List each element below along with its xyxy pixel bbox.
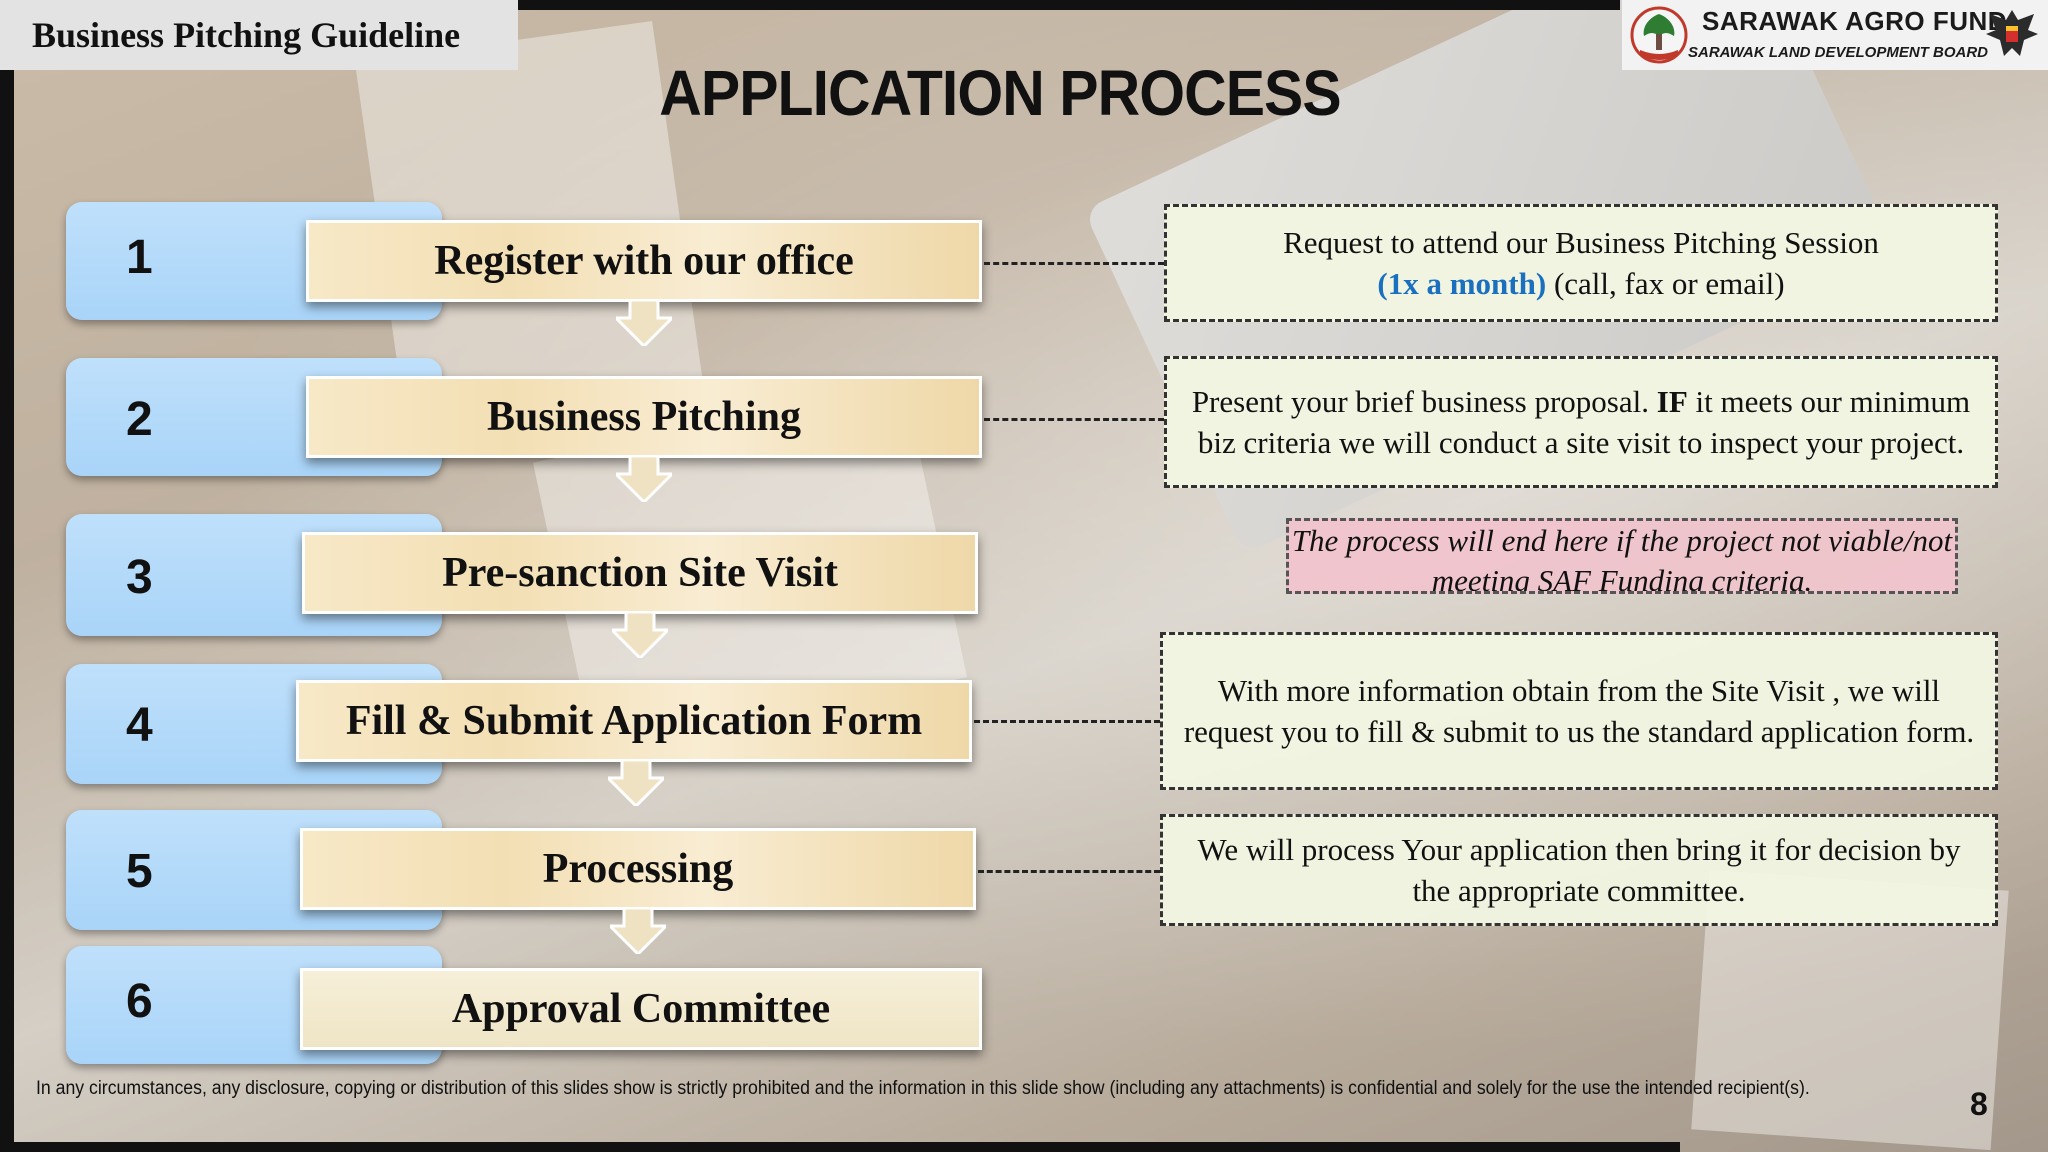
info-text: Present your brief business proposal. IF… [1179, 381, 1983, 463]
info-box-register: Request to attend our Business Pitching … [1164, 204, 1998, 322]
step-bar-approval-committee: Approval Committee [300, 968, 982, 1050]
state-crest-icon [1986, 10, 2038, 56]
step-number: 3 [126, 551, 153, 604]
step-number: 6 [126, 975, 153, 1028]
disclaimer: In any circumstances, any disclosure, co… [36, 1078, 1810, 1099]
logo-title: SARAWAK AGRO FUND [1702, 6, 2008, 36]
step-number: 1 [126, 231, 153, 284]
top-border [0, 0, 1620, 10]
connector-line [974, 720, 1160, 723]
left-border [0, 0, 14, 1152]
step-number: 5 [126, 845, 153, 898]
page-number: 8 [1970, 1086, 1988, 1122]
contact-methods: (call, fax or email) [1546, 266, 1785, 301]
step-bar-site-visit: Pre-sanction Site Visit [302, 532, 978, 614]
connector-line [984, 262, 1164, 265]
page-title: APPLICATION PROCESS [659, 57, 1341, 129]
tree-emblem-icon [1630, 6, 1688, 64]
info-box-application: With more information obtain from the Si… [1160, 632, 1998, 790]
bottom-border [0, 1142, 1680, 1152]
info-text-part: it meets our minimum biz criteria we wil… [1197, 384, 1971, 460]
info-box-processing: We will process Your application then br… [1160, 814, 1998, 926]
info-line: (1x a month) (call, fax or email) [1179, 263, 1983, 304]
logo: SARAWAK AGRO FUND SARAWAK LAND DEVELOPME… [1622, 0, 2048, 70]
down-arrow-icon [610, 908, 666, 954]
logo-subtitle: SARAWAK LAND DEVELOPMENT BOARD [1688, 44, 1989, 61]
step-bar-business-pitching: Business Pitching [306, 376, 982, 458]
termination-note: The process will end here if the project… [1286, 518, 1958, 594]
down-arrow-icon [616, 456, 672, 502]
step-number: 4 [126, 699, 153, 752]
step-bar-application-form: Fill & Submit Application Form [296, 680, 972, 762]
info-line: Request to attend our Business Pitching … [1283, 225, 1879, 260]
info-emphasis: IF [1656, 384, 1688, 419]
step-bar-processing: Processing [300, 828, 976, 910]
connector-line [984, 418, 1164, 421]
step-bar-register: Register with our office [306, 220, 982, 302]
step-number: 2 [126, 393, 153, 446]
frequency-highlight: (1x a month) [1377, 266, 1547, 301]
connector-line [978, 870, 1160, 873]
down-arrow-icon [616, 300, 672, 346]
guideline-label: Business Pitching Guideline [0, 0, 518, 70]
info-box-pitching: Present your brief business proposal. IF… [1164, 356, 1998, 488]
down-arrow-icon [612, 612, 668, 658]
info-text-part: Present your brief business proposal. [1191, 384, 1657, 419]
down-arrow-icon [608, 760, 664, 806]
